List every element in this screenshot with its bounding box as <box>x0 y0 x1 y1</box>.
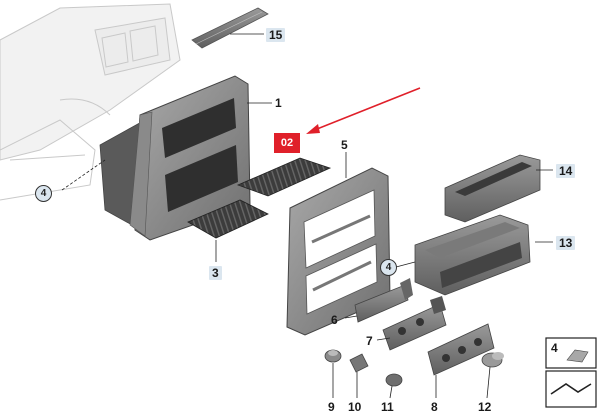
pointer-arrow <box>306 87 421 134</box>
part-7-switch-panel <box>382 296 447 351</box>
circled-ref-4-right: 4 <box>380 259 397 276</box>
part-15-trim-strip <box>191 7 269 49</box>
part-9-cap <box>324 349 342 363</box>
part-3-mat <box>187 199 269 239</box>
part-13-lower-tray <box>414 214 531 296</box>
callout-13: 13 <box>556 236 576 250</box>
callout-8: 8 <box>431 400 438 414</box>
callout-10: 10 <box>348 400 362 414</box>
part-8-switch-panel <box>427 323 495 376</box>
callout-1: 1 <box>275 96 282 110</box>
callout-12: 12 <box>478 400 492 414</box>
callout-9: 9 <box>328 400 335 414</box>
legend-label-4: 4 <box>551 341 558 355</box>
part-14-upper-tray <box>444 154 541 223</box>
legend-bracket <box>545 370 597 408</box>
part-10-clip <box>349 353 369 373</box>
vehicle-console-background <box>0 3 181 201</box>
circled-ref-4-left: 4 <box>35 185 52 202</box>
part-02-mat <box>236 157 332 197</box>
callout-14: 14 <box>556 164 576 178</box>
callout-7: 7 <box>366 334 373 348</box>
part-5-trim-frame <box>286 167 391 336</box>
highlight-part-02: 02 <box>274 133 300 153</box>
legend-clip-4 <box>545 337 597 369</box>
leader-lines <box>61 33 553 399</box>
callout-5: 5 <box>341 138 348 152</box>
part-1-storage-compartment <box>99 75 251 241</box>
part-11-plug <box>385 373 403 387</box>
callout-6: 6 <box>331 313 338 327</box>
callout-3: 3 <box>209 266 222 280</box>
part-12-socket <box>481 352 504 368</box>
callout-11: 11 <box>381 400 394 414</box>
callout-15: 15 <box>266 28 286 42</box>
